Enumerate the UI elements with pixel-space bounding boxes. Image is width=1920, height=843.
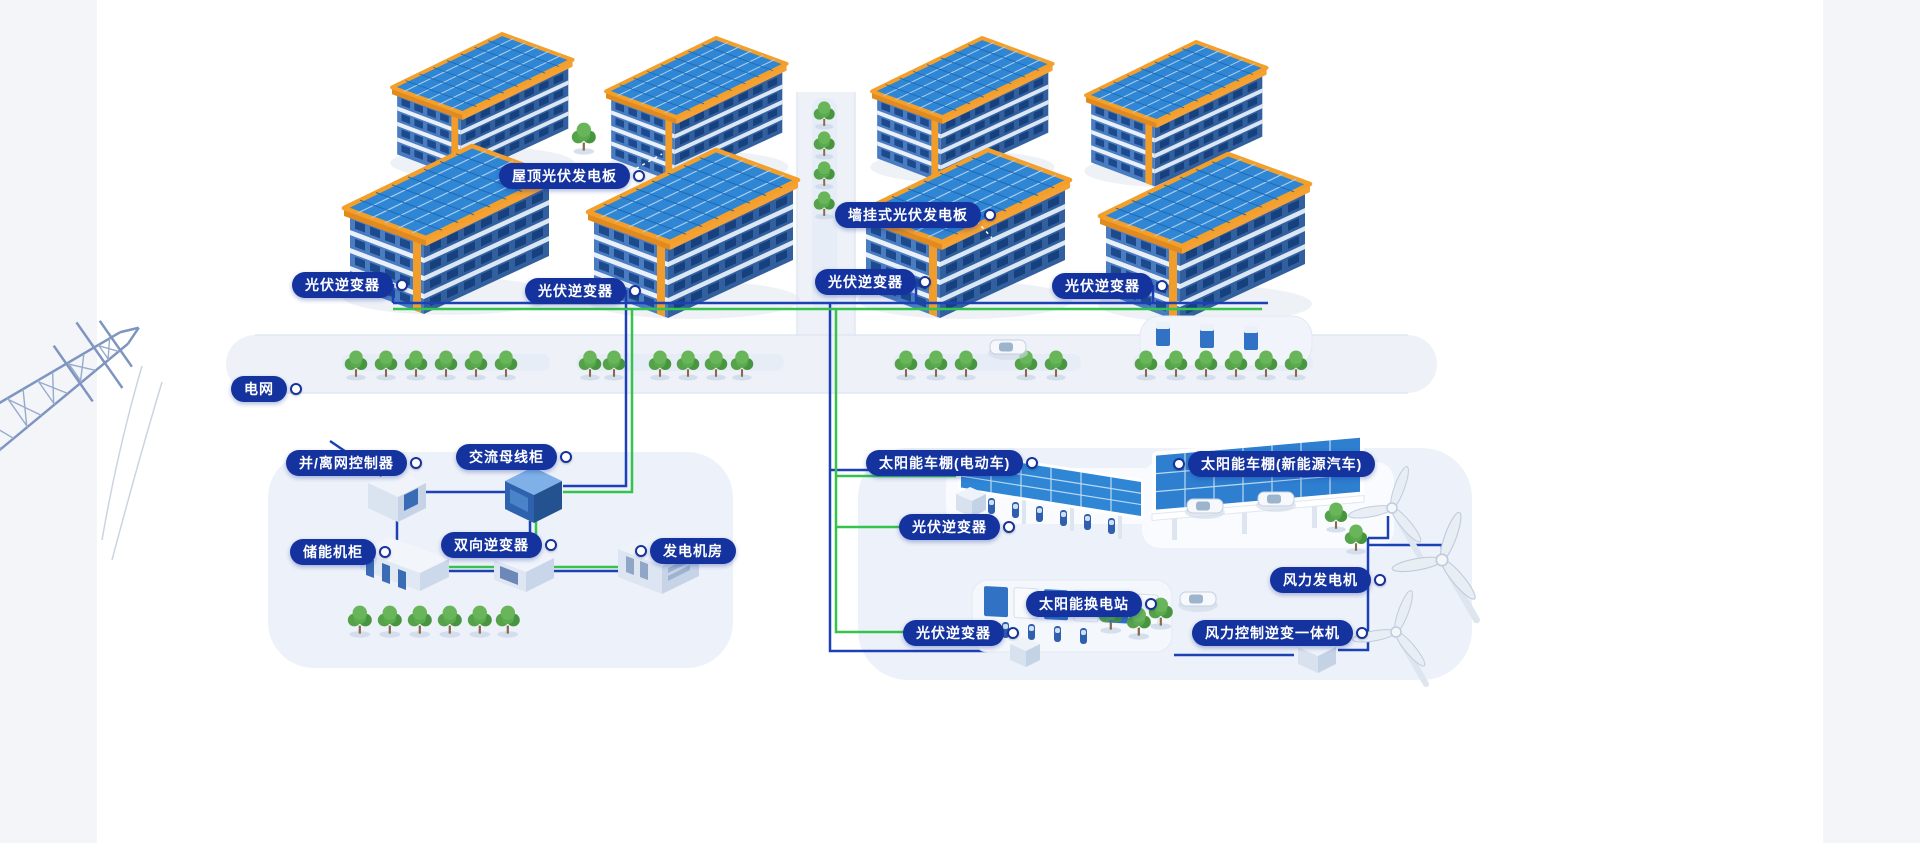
label-text: 太阳能车棚(电动车) (879, 455, 1011, 471)
label-text: 交流母线柜 (469, 449, 544, 465)
label-rooftop-pv: 屋顶光伏发电板 (499, 163, 645, 189)
label-text: 光伏逆变器 (1065, 278, 1140, 294)
label-energy-storage-cabinet: 储能机柜 (290, 539, 391, 565)
transmission-tower (0, 320, 140, 528)
connector-dot (396, 279, 408, 291)
car-on-road (987, 339, 1029, 361)
connector-dot (1007, 627, 1019, 639)
connector-dot (1374, 574, 1386, 586)
ebike-charging-area (1139, 315, 1313, 367)
label-text: 屋顶光伏发电板 (512, 168, 617, 184)
label-ac-bus-cabinet: 交流母线柜 (456, 444, 572, 470)
connector-dot (1173, 458, 1185, 470)
label-connectors (629, 153, 993, 239)
label-power-grid: 电网 (231, 376, 302, 402)
label-solar-carport-nev: 太阳能车棚(新能源汽车) (1173, 451, 1376, 477)
label-text: 光伏逆变器 (912, 519, 987, 535)
label-pv-inverter-2: 光伏逆变器 (525, 278, 641, 304)
label-text: 光伏逆变器 (916, 625, 991, 641)
label-text: 光伏逆变器 (305, 277, 380, 293)
label-text: 并/离网控制器 (299, 455, 394, 471)
label-text: 光伏逆变器 (538, 283, 613, 299)
label-grid-controller: 并/离网控制器 (286, 450, 422, 476)
label-pv-inverter-4: 光伏逆变器 (1052, 273, 1168, 299)
label-text: 双向逆变器 (454, 537, 529, 553)
label-solar-carport-ebike: 太阳能车棚(电动车) (866, 450, 1039, 476)
connector-dot (984, 209, 996, 221)
connector-dot (560, 451, 572, 463)
connector-dot (290, 383, 302, 395)
connector-dot (1003, 521, 1015, 533)
swap-inverter-box (1010, 637, 1040, 667)
label-bidirectional-inverter: 双向逆变器 (441, 532, 557, 558)
label-pv-inverter-5: 光伏逆变器 (899, 514, 1015, 540)
label-text: 电网 (244, 381, 274, 397)
connector-dot (409, 457, 422, 469)
label-text: 太阳能换电站 (1039, 596, 1129, 612)
connector-dot (379, 546, 391, 558)
label-generator-room: 发电机房 (635, 538, 736, 564)
label-text: 墙挂式光伏发电板 (848, 207, 968, 223)
label-text: 光伏逆变器 (828, 274, 903, 290)
connector-dot (1156, 280, 1168, 292)
connector-dot (635, 545, 647, 557)
connector-dot (919, 276, 931, 288)
ac-bus-cabinet-box (505, 467, 562, 523)
connector-dot (633, 170, 645, 182)
label-text: 风力发电机 (1283, 572, 1358, 588)
grid-controller-box (368, 469, 426, 522)
label-pv-inverter-1: 光伏逆变器 (292, 272, 408, 298)
label-wind-turbine: 风力发电机 (1270, 567, 1386, 593)
label-text: 风力控制逆变一体机 (1205, 625, 1340, 641)
connector-dot (1356, 627, 1368, 639)
connector-dot (1026, 457, 1039, 469)
connector-dot (1145, 598, 1157, 610)
label-text: 储能机柜 (303, 544, 363, 560)
charging-kiosk (1200, 324, 1214, 348)
carport-inverter-box (956, 487, 986, 517)
connector-dot (629, 285, 641, 297)
connector-dot (545, 539, 557, 551)
label-pv-inverter-3: 光伏逆变器 (815, 269, 931, 295)
label-text: 发电机房 (663, 543, 723, 559)
label-wall-pv: 墙挂式光伏发电板 (835, 202, 996, 228)
power-wires (101, 365, 163, 561)
charging-kiosk (1156, 322, 1170, 346)
charging-kiosk (1244, 326, 1258, 350)
label-wind-control-inverter: 风力控制逆变一体机 (1192, 620, 1368, 646)
label-battery-swap-station: 太阳能换电站 (1026, 591, 1157, 617)
label-text: 太阳能车棚(新能源汽车) (1201, 456, 1363, 472)
label-pv-inverter-6: 光伏逆变器 (903, 620, 1019, 646)
